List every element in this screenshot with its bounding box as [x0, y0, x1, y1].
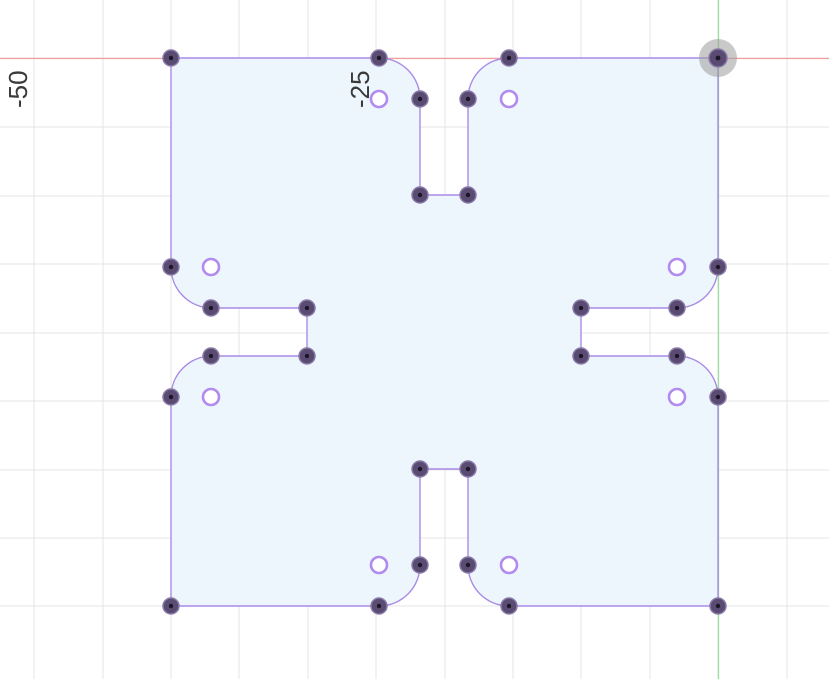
sketch-point-dot [465, 96, 471, 102]
sketch-point-dot [715, 264, 721, 270]
sketch-point-dot [417, 562, 423, 568]
sketch-point-dot [674, 353, 680, 359]
sketch-point-dot [376, 55, 382, 61]
sketch-point-dot [168, 603, 174, 609]
sketch-point-dot [208, 353, 214, 359]
arc-center-icon [369, 89, 389, 109]
sketch-point-dot [506, 55, 512, 61]
sketch-point-icon[interactable] [709, 388, 727, 406]
sketch-point-icon[interactable] [162, 597, 180, 615]
axis-label-neg-50: -50 [3, 70, 33, 108]
sketch-point-icon[interactable] [370, 597, 388, 615]
sketch-point-icon[interactable] [668, 347, 686, 365]
sketch-point-dot [465, 192, 471, 198]
axis-label-neg-25: -25 [345, 70, 375, 108]
sketch-point-icon[interactable] [298, 347, 316, 365]
origin-point[interactable] [699, 39, 737, 77]
sketch-point-icon[interactable] [411, 460, 429, 478]
sketch-point-dot [578, 305, 584, 311]
sketch-point-icon[interactable] [709, 258, 727, 276]
sketch-point-icon[interactable] [500, 49, 518, 67]
sketch-point-icon[interactable] [459, 460, 477, 478]
sketch-point-dot [715, 603, 721, 609]
sketch-point-dot [417, 466, 423, 472]
sketch-point-icon[interactable] [668, 299, 686, 317]
sketch-point-dot [304, 305, 310, 311]
sketch-point-dot [715, 394, 721, 400]
sketch-point-icon[interactable] [411, 186, 429, 204]
sketch-point-dot [168, 264, 174, 270]
sketch-point-icon[interactable] [162, 258, 180, 276]
sketch-point-icon[interactable] [459, 556, 477, 574]
sketch-point-icon[interactable] [298, 299, 316, 317]
sketch-point-icon[interactable] [709, 597, 727, 615]
sketch-point-icon[interactable] [162, 49, 180, 67]
arc-center-icon [499, 555, 519, 575]
sketch-points [162, 49, 727, 615]
sketch-point-dot [304, 353, 310, 359]
sketch-point-icon[interactable] [572, 347, 590, 365]
arc-center-icon [499, 89, 519, 109]
sketch-point-dot [168, 394, 174, 400]
sketch-point-icon[interactable] [370, 49, 388, 67]
sketch-point-dot [465, 466, 471, 472]
sketch-point-icon[interactable] [162, 388, 180, 406]
sketch-point-dot [465, 562, 471, 568]
sketch-point-dot [578, 353, 584, 359]
sketch-point-icon[interactable] [459, 90, 477, 108]
arc-center-icon [201, 257, 221, 277]
sketch-point-icon[interactable] [459, 186, 477, 204]
arc-center-icon [667, 387, 687, 407]
sketch-point-icon[interactable] [572, 299, 590, 317]
sketch-point-icon[interactable] [202, 299, 220, 317]
arc-center-icon [369, 555, 389, 575]
sketch-point-dot [674, 305, 680, 311]
sketch-point-dot [417, 192, 423, 198]
origin-point-dot [715, 55, 721, 61]
sketch-point-icon[interactable] [202, 347, 220, 365]
sketch-point-dot [208, 305, 214, 311]
arc-center-icon [667, 257, 687, 277]
arc-center-markers [201, 89, 687, 575]
sketch-point-icon[interactable] [411, 90, 429, 108]
sketch-point-dot [506, 603, 512, 609]
sketch-point-icon[interactable] [500, 597, 518, 615]
sketch-point-dot [417, 96, 423, 102]
arc-center-icon [201, 387, 221, 407]
sketch-point-dot [376, 603, 382, 609]
sketch-point-icon[interactable] [411, 556, 429, 574]
sketch-point-dot [168, 55, 174, 61]
